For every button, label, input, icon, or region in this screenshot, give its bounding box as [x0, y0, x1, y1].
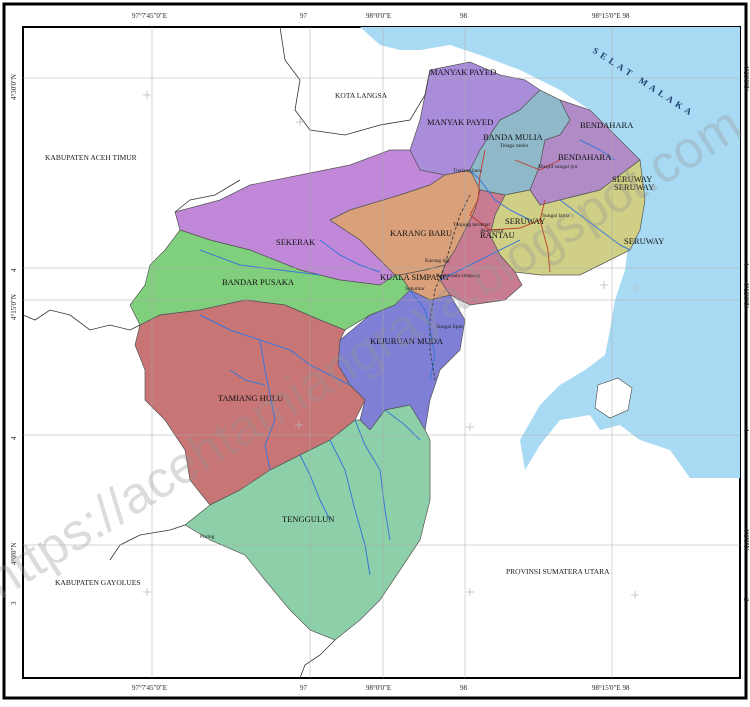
acehtimur-boundary	[174, 179, 241, 213]
coord-right-2: 4	[742, 262, 750, 266]
south-boundary	[299, 639, 336, 679]
label-rantau: RANTAU	[480, 230, 515, 240]
coord-bottom-3: 98°0'0"E	[366, 684, 391, 692]
label-tenggulun: TENGGULUN	[282, 514, 334, 524]
sea-area	[360, 27, 740, 478]
label-bandar-pusaka: BANDAR PUSAKA	[222, 277, 295, 287]
coord-left-6: 3	[10, 601, 18, 605]
label-sungai-lama: Sungai lama	[542, 213, 570, 219]
label-sekumur: Sekumur	[405, 286, 425, 292]
graticule	[23, 27, 740, 678]
label-karang-ing: Karang ing	[425, 258, 450, 264]
label-sekerak: SEKERAK	[276, 237, 316, 247]
label-seruway-3: SERUWAY	[505, 216, 545, 226]
langsa-boundary	[279, 26, 431, 136]
label-bendahara-top: BENDAHARA	[580, 120, 634, 130]
coord-left-2: 4	[10, 268, 18, 272]
label-gayolues: KABUPATEN GAYOLUES	[55, 578, 141, 587]
coord-right-4: 4	[742, 428, 750, 432]
label-karang-baru: KARANG BARU	[390, 228, 452, 238]
coord-right-5: 4°0'0"N	[742, 528, 750, 550]
road-network	[469, 149, 561, 273]
coord-left-1: 4°30'0"N	[10, 74, 18, 100]
label-seruway-1: SERUWAY	[612, 174, 652, 184]
coord-left-3: 4°15'0"N	[10, 294, 18, 320]
coord-top-2: 97	[300, 12, 308, 20]
label-kota-langsa: KOTA LANGSA	[335, 91, 388, 100]
label-kuala-simpang: KUALA SIMPANG	[380, 272, 449, 282]
coord-bottom-5: 98°15'0"E 98	[592, 684, 630, 692]
label-aceh-timur: KABUPATEN ACEH TIMUR	[45, 153, 137, 162]
label-kota-kuala-simpang: Kota kuala simpang	[436, 273, 480, 279]
label-alur-cucur: Alur cucur	[480, 228, 504, 234]
label-tamiang-hulu: TAMIANG HULU	[218, 393, 283, 403]
coord-left-5: 4°0'0"N	[10, 543, 18, 565]
label-banda-mulia: BANDA MULIA	[483, 132, 544, 142]
label-sumut: PROVINSI SUMATERA UTARA	[506, 567, 610, 576]
coord-right-1: 4°30'0"N	[742, 65, 750, 91]
coord-right-3: 4°15'0"N	[742, 282, 750, 308]
label-sungai-liput: Sungai liput	[436, 324, 463, 330]
coord-top-3: 98°0'0"E	[366, 12, 391, 20]
main-road	[429, 194, 471, 381]
grid-crosses	[143, 91, 639, 599]
label-pining: Pining	[200, 534, 215, 540]
coord-bottom-2: 97	[300, 684, 308, 692]
label-manyak-payed: MANYAK PAYED	[427, 117, 493, 127]
label-kejuruan-muda: KEJURUAN MUDA	[370, 336, 444, 346]
label-manyak-payed-top: MANYAK PAYED	[430, 67, 496, 77]
label-masjid-sungai-iyu: Masjid sungai iyu	[538, 164, 578, 170]
island	[594, 377, 633, 419]
coord-bottom-4: 98	[460, 684, 468, 692]
coord-top-1: 97°7'45"0"E	[132, 12, 167, 20]
gayolues-boundary-2	[109, 524, 186, 561]
gayolues-boundary	[22, 309, 141, 331]
label-telaga-meku: Telaga meku	[500, 143, 528, 149]
coord-bottom-1: 97°7'45"0"E	[132, 684, 167, 692]
label-tualang-baru: Tualang baru	[453, 168, 482, 174]
label-seruway-4: SERUWAY	[624, 236, 664, 246]
coord-left-4: 4	[10, 436, 18, 440]
coord-top-4: 98	[460, 12, 468, 20]
label-bendahara: BENDAHARA	[558, 152, 612, 162]
district-rantau[interactable]	[439, 189, 523, 306]
coord-right-6: 3	[742, 598, 750, 602]
coord-top-5: 98°15'0"E 98	[592, 12, 630, 20]
label-tanjung-keramat: Tanjung keramat	[453, 222, 491, 228]
label-seruway-2: SERUWAY	[614, 182, 654, 192]
